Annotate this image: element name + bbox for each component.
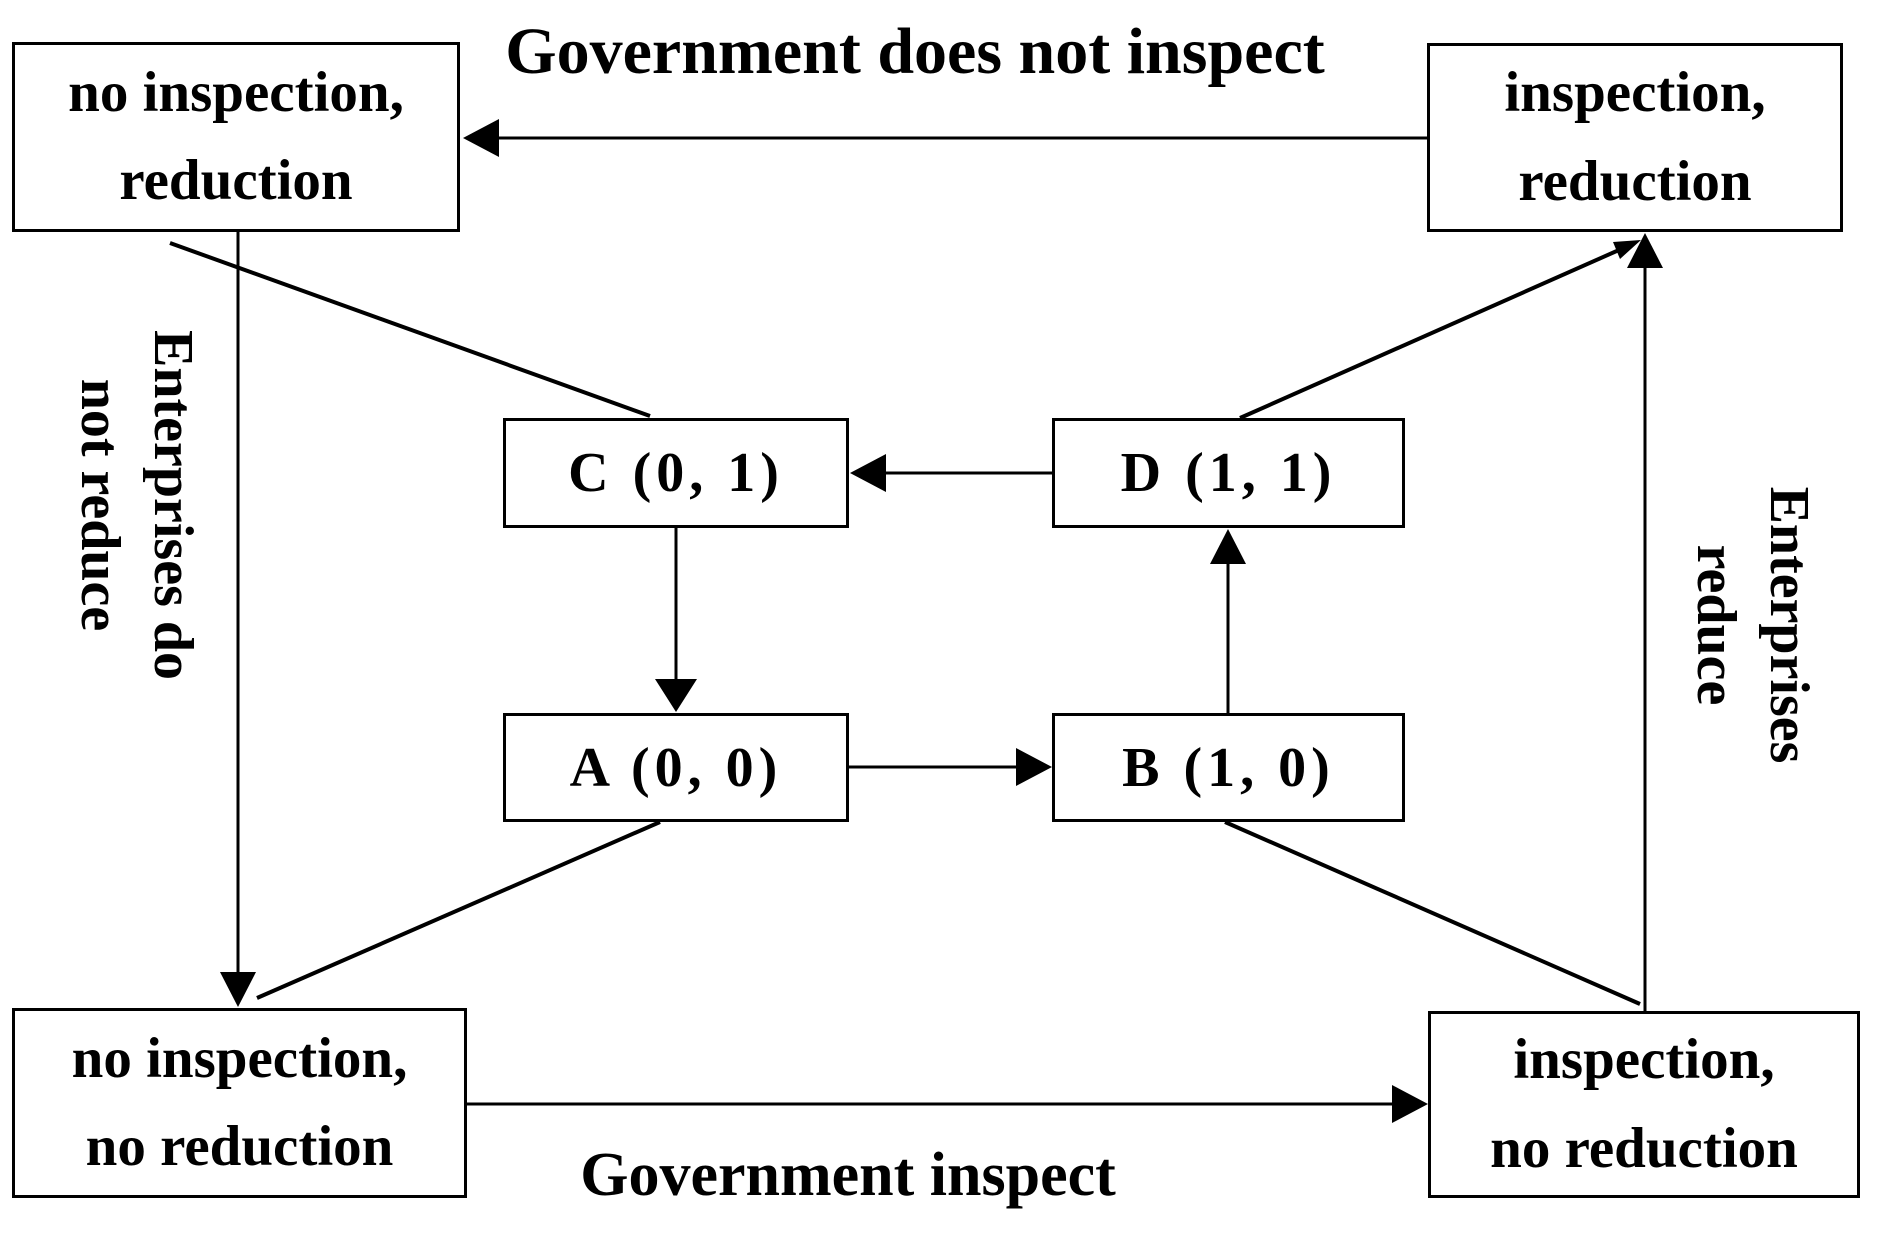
top-axis-label: Government does not inspect [505, 15, 1325, 88]
arrow-top-left-to-bottom-left [220, 232, 256, 1007]
state-label-a: A (0, 0) [569, 736, 783, 799]
right-axis-label-line2: reduce [1685, 544, 1747, 706]
state-box-b: B (1, 0) [1052, 713, 1405, 822]
bottom-axis-label: Government inspect [580, 1141, 1116, 1209]
state-label-b: B (1, 0) [1122, 736, 1335, 799]
box-inspection-reduction: inspection, reduction [1427, 43, 1843, 232]
connector-a-to-bottom-left [256, 820, 661, 1000]
right-axis-label-line1: Enterprises [1757, 486, 1820, 764]
left-axis-label-line1: Enterprises do [141, 330, 204, 680]
connector-b-to-bottom-right [1224, 820, 1641, 1006]
state-box-c: C (0, 1) [503, 418, 849, 528]
box-line: no inspection, [71, 1026, 408, 1090]
connector-top-left-to-c [169, 241, 651, 418]
arrow-d-to-top-right [1239, 240, 1641, 420]
left-axis-label: Enterprises do not reduce [63, 330, 209, 680]
box-line: inspection, [1513, 1028, 1775, 1092]
box-line: no reduction [85, 1115, 394, 1178]
box-line: no inspection, [68, 60, 404, 124]
box-no-inspection-no-reduction: no inspection, no reduction [12, 1008, 467, 1198]
arrow-d-to-c [850, 454, 1052, 492]
arrow-b-to-d [1210, 529, 1246, 713]
arrow-c-to-a [655, 528, 697, 712]
box-inspection-no-reduction: inspection, no reduction [1428, 1011, 1860, 1198]
box-no-inspection-reduction: no inspection, reduction [12, 42, 460, 232]
box-line: inspection, [1504, 61, 1766, 125]
state-box-d: D (1, 1) [1052, 418, 1405, 528]
left-axis-label-line2: not reduce [69, 378, 131, 632]
arrow-bottom-left-to-bottom-right [467, 1085, 1428, 1123]
arrow-top-right-to-top-left [463, 119, 1427, 157]
right-axis-label: Enterprises reduce [1679, 487, 1825, 764]
state-box-a: A (0, 0) [503, 713, 849, 822]
state-label-c: C (0, 1) [568, 442, 784, 504]
arrow-a-to-b [849, 748, 1052, 786]
state-label-d: D (1, 1) [1120, 442, 1337, 504]
box-line: reduction [1518, 149, 1752, 213]
arrow-bottom-right-to-top-right [1627, 233, 1663, 1011]
box-line: no reduction [1490, 1116, 1798, 1180]
box-line: reduction [119, 149, 353, 212]
